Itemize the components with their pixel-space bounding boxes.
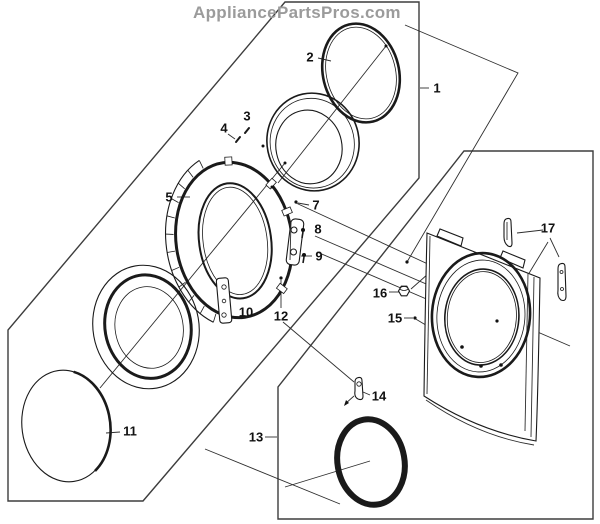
part-callout-1: 1: [433, 80, 441, 96]
assembly-box-panel: [277, 150, 594, 520]
door-gasket-ring: [334, 416, 408, 508]
part-callout-11: 11: [123, 423, 137, 439]
door-glass-holder: [266, 92, 360, 192]
part-callout-14: 14: [371, 388, 387, 404]
hinge-cover-right: [557, 262, 567, 302]
door-glass: [21, 369, 112, 483]
part-callout-4: 4: [220, 120, 228, 136]
arrow-marker: [344, 395, 355, 406]
part-callout-16: 16: [372, 285, 388, 301]
door-rim-ring: [320, 22, 402, 124]
panel-opening-ring: [430, 251, 532, 379]
part-callout-15: 15: [387, 310, 403, 326]
hinge-bracket: [215, 277, 233, 324]
part-callout-3: 3: [243, 108, 251, 124]
part-callout-17: 17: [540, 220, 556, 236]
mounting-nut: [397, 285, 411, 297]
part-callout-8: 8: [314, 221, 322, 237]
part-callout-2: 2: [306, 49, 314, 65]
door-panel: [423, 228, 541, 446]
callout-dots: [261, 44, 503, 368]
hinge-pin-part: [354, 376, 364, 401]
door-hinge: [285, 218, 305, 266]
part-callout-12: 12: [273, 308, 289, 324]
watermark: AppliancePartsPros.com: [193, 3, 401, 22]
assembly-box-door: [7, 1, 420, 502]
part-callout-13: 13: [248, 429, 264, 445]
hinge-cover-top: [503, 217, 513, 248]
hinge-pins: [301, 228, 306, 264]
part-callout-9: 9: [315, 248, 323, 264]
part-callout-5: 5: [165, 189, 173, 205]
part-callout-10: 10: [238, 304, 254, 320]
door-seal: [92, 264, 200, 390]
hinge-screws: [235, 127, 250, 143]
part-callout-7: 7: [312, 197, 320, 213]
